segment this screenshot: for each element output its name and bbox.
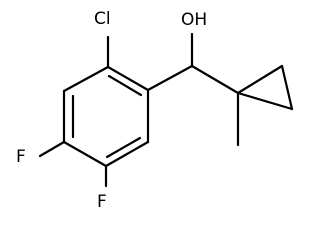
fluorine-label-bottom: F [97, 192, 107, 212]
cyclopropane-ring [236, 64, 294, 111]
cyclopropane-bond-1 [236, 64, 284, 95]
fluorine-label-left: F [16, 147, 26, 167]
aromatic-double-bonds [71, 74, 143, 159]
ring-bond-c1-c2 [106, 65, 150, 92]
chemical-structure-diagram: Cl OH F F [16, 9, 294, 212]
cyclopropane-bond-3 [236, 91, 294, 111]
double-bond-inner-c1-c2 [107, 74, 143, 97]
hydroxyl-label: OH [181, 10, 207, 30]
ring-bond-c4-c5 [62, 140, 108, 168]
double-bond-inner-c5-c6 [105, 136, 142, 159]
chlorine-label: Cl [94, 9, 111, 29]
ring-bond-c2-c3 [62, 65, 110, 93]
cyclopropane-bond-2 [280, 64, 294, 111]
ring-bond-c5-c6 [104, 140, 150, 168]
benzene-ring [62, 65, 150, 168]
bond-c4-f [38, 140, 66, 158]
substituent-bonds [38, 32, 240, 188]
bond-carbinol-cyclopropyl [190, 64, 240, 95]
bond-c1-carbinol [146, 64, 194, 92]
